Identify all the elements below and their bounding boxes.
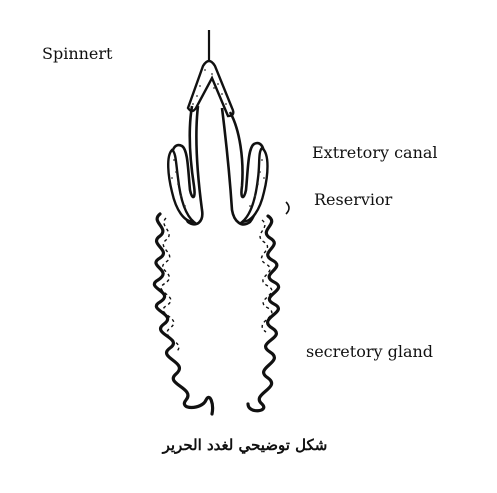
spinneret-label: Spinnert (42, 44, 113, 63)
right-reservoir-stipple (249, 159, 265, 207)
left-reservoir (167, 148, 198, 224)
excretory-canal-label: Extretory canal (312, 143, 438, 162)
secretory-gland-label: secretory gland (306, 342, 434, 361)
right-reservoir (238, 146, 269, 224)
spinneret-stipple (192, 69, 227, 105)
figure-caption: شكل توضيحي لغدد الحرير (162, 436, 328, 454)
spinneret-duct (186, 59, 235, 118)
left-secretory-gland-inner (160, 217, 180, 353)
right-secretory-gland-inner (259, 219, 273, 333)
left-secretory-gland (152, 212, 215, 416)
reservoir-label: Reservior (314, 190, 393, 209)
left-reservoir-stipple (171, 159, 186, 207)
right-secretory-gland (246, 214, 281, 413)
reservoir-pointer (285, 201, 290, 215)
